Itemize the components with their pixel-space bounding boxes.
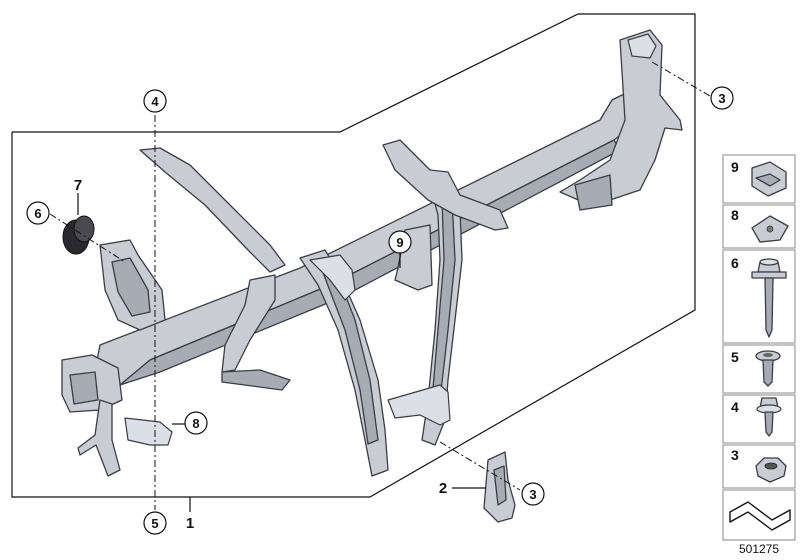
callout-4-label: 4 [151,94,159,109]
legend-item-4: 4 [722,394,796,444]
long-bolt-icon [751,258,787,338]
legend-label-3: 3 [731,447,739,463]
legend-item-9: 9 [722,154,796,204]
callout-5-label: 5 [151,516,158,531]
short-bolt-icon [755,350,781,387]
callout-8: 8 [184,411,208,435]
callout-9: 9 [388,230,412,254]
legend-label-8: 8 [731,207,739,223]
legend-item-3: 3 [722,444,796,489]
clip-nut-icon [751,161,787,197]
callout-3-top: 3 [710,86,734,110]
callout-7-label: 7 [74,177,82,194]
callout-3-bottom-label: 3 [529,487,536,502]
diagram-id: 501275 [739,542,779,556]
callout-1-label: 1 [186,515,194,532]
legend-item-6: 6 [722,249,796,344]
axis-line-3-bottom [439,441,521,491]
hex-nut-icon [755,457,787,483]
callout-9-label: 9 [396,235,403,250]
fastener-legend: 9 8 6 [722,154,796,541]
callout-2-label: 2 [439,480,447,497]
axis-line-3-top [651,61,711,97]
bracket-symbol-icon [729,501,791,531]
legend-symbol [722,489,796,541]
callout-6-label: 6 [34,206,41,221]
callout-4: 4 [143,89,167,113]
callout-6: 6 [26,201,50,225]
flange-bolt-icon [756,397,782,437]
speed-nut-icon [751,215,789,243]
rubber-grommet-part-7 [62,215,95,255]
legend-label-9: 9 [731,159,739,175]
cross-car-beam [61,29,683,477]
callout-5: 5 [143,511,167,535]
legend-item-8: 8 [722,204,796,249]
legend-label-5: 5 [731,349,739,365]
assembly-frame [11,13,696,498]
callout-3-top-label: 3 [718,91,725,106]
legend-item-5: 5 [722,344,796,394]
callout-3-bottom: 3 [521,482,545,506]
callout-8-label: 8 [192,416,199,431]
legend-label-4: 4 [731,399,739,415]
bracket-part-2 [483,451,516,523]
legend-label-6: 6 [731,255,739,271]
